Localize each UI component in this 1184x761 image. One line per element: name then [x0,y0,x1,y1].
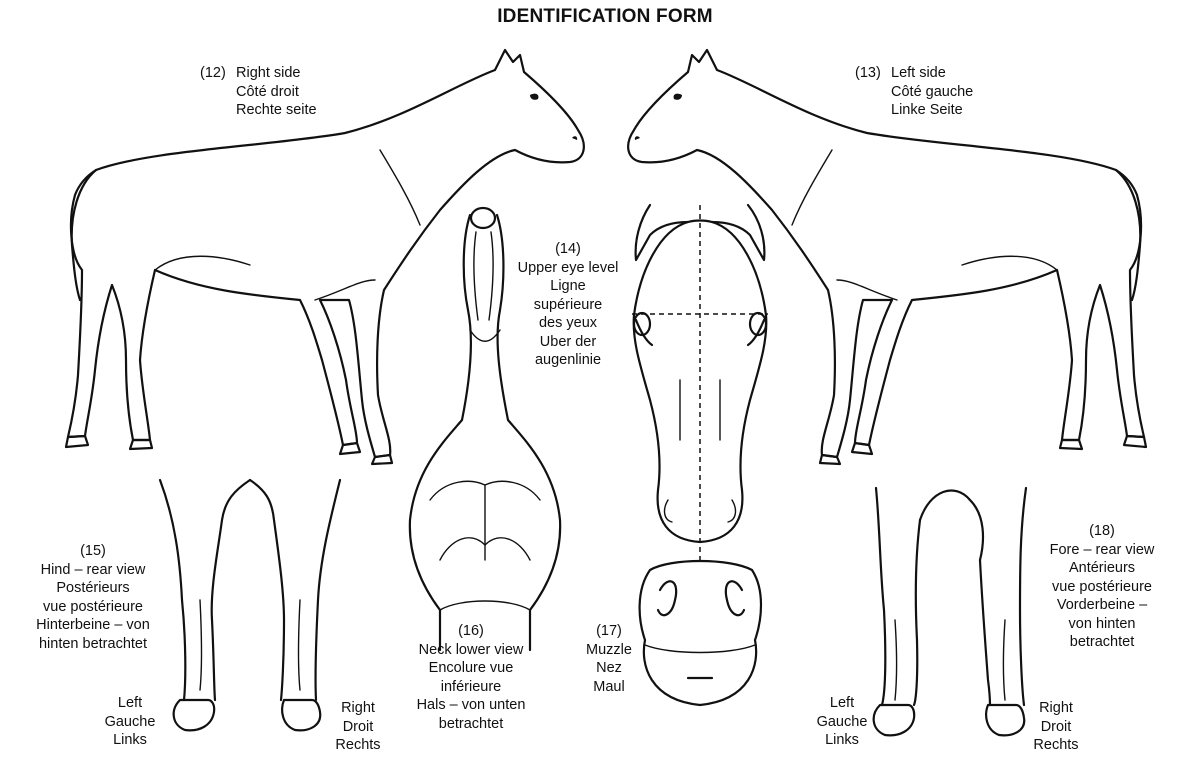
hind-legs-rear-view [160,480,340,730]
label-muzzle: (17) Muzzle Nez Maul [584,622,634,696]
label-right-side: (12) Right side Côté droit Rechte seite [200,64,317,120]
horse-right-side [66,50,584,464]
label-hind-left: Left Gauche Links [98,694,162,750]
head-front-view [632,205,768,560]
label-fore-rear-view: (18) Fore – rear view Antérieurs vue pos… [1032,522,1172,652]
label-hind-right: Right Droit Rechts [326,699,390,755]
fore-legs-rear-view [874,488,1026,735]
label-fore-right: Right Droit Rechts [1024,699,1088,755]
muzzle-view [640,561,761,705]
label-neck-lower-view: (16) Neck lower view Encolure vue inféri… [406,622,536,733]
label-hind-rear-view: (15) Hind – rear view Postérieurs vue po… [18,542,168,653]
label-upper-eye-level: (14) Upper eye level Ligne supérieure de… [508,240,628,370]
label-left-side: (13) Left side Côté gauche Linke Seite [855,64,973,120]
label-fore-left: Left Gauche Links [810,694,874,750]
